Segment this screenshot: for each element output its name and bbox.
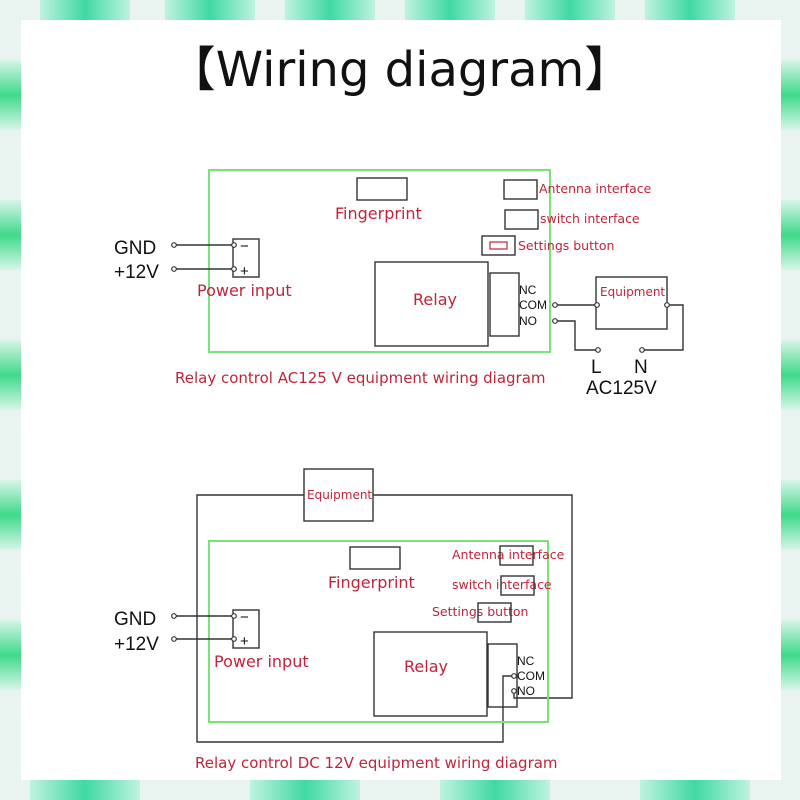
ac-gnd-label: GND [114,238,156,259]
dc-minus-sign: − [240,609,249,626]
dc-com-label: COM [517,669,545,683]
border-tile [0,620,21,690]
dc-equipment-box [303,468,374,522]
dc-no-label: NO [517,684,535,698]
dc-power-connector [232,609,260,649]
ac-l-terminal [595,347,601,353]
dc-no-terminal [511,688,517,694]
ac-relay-label: Relay [413,290,457,309]
dc-plus-sign: + [240,633,249,650]
ac-diagram: GND +12V − + Power input Fingerprint Ant… [114,169,684,399]
border-tile [285,0,375,20]
border-tile [0,60,21,130]
border-tile [781,480,800,550]
border-tile [440,780,550,800]
ac-equipment-left-pin [594,302,600,308]
ac-settings-button [481,235,516,256]
ac-12v-label: +12V [114,262,159,283]
dc-relay [373,631,488,717]
border-tile [0,200,21,270]
ac-antenna-label: Antenna interface [539,181,652,196]
ac-12v-terminal [171,266,177,272]
ac-l-label: L [591,357,602,378]
ac-connector-minus-pin [231,242,237,248]
dc-fingerprint-label: Fingerprint [328,573,415,592]
ac-power-connector [232,238,260,278]
ac-com-label: COM [519,298,547,312]
border-tile [30,780,140,800]
ac-caption: Relay control AC125 V equipment wiring d… [175,369,546,387]
dc-gnd-terminal [171,613,177,619]
ac-fingerprint-module [356,177,408,201]
border-tile [405,0,495,20]
border-tile [0,340,21,410]
ac-equipment-label: Equipment [600,285,665,299]
ac-relay-terminal-block [489,272,520,337]
ac-no-terminal [552,318,558,324]
border-tile [40,0,130,20]
dc-equipment-label: Equipment [307,488,372,502]
border-tile [0,480,21,550]
dc-equipment-to-no-wire [373,494,573,699]
ac-controller-board [208,169,551,353]
ac-equipment-right-pin [664,302,670,308]
ac-minus-sign: − [240,238,249,255]
dc-12v-terminal [171,636,177,642]
dc-com-terminal [511,673,517,679]
content-panel [21,20,781,780]
border-tile [781,60,800,130]
ac-n-label: N [634,357,648,378]
ac-equipment-to-n-wire [644,304,684,351]
dc-12v-label: +12V [114,634,159,655]
ac-no-label: NO [519,314,537,328]
ac-gnd-terminal [171,242,177,248]
page-title: 【Wiring diagram】 [167,42,633,98]
dc-switch-label: switch interface [452,577,552,592]
border-tile [781,200,800,270]
ac-antenna-port [503,179,538,200]
ac-plus-sign: + [240,263,249,280]
dc-relay-label: Relay [404,657,448,676]
ac-voltage-label: AC125V [586,378,657,399]
ac-switch-port [504,209,539,230]
ac-power-input-label: Power input [197,281,292,300]
border-tile [250,780,360,800]
ac-connector-plus-pin [231,266,237,272]
dc-nc-label: NC [517,654,535,668]
border-tile [781,620,800,690]
ac-settings-label: Settings button [518,238,614,253]
dc-antenna-label: Antenna interface [452,547,565,562]
ac-fingerprint-label: Fingerprint [335,204,422,223]
ac-settings-button-cap [489,241,508,250]
ac-relay [374,261,489,347]
dc-equipment-to-com-wire [196,494,512,743]
border-tile [781,340,800,410]
dc-controller-board [208,540,549,723]
border-tile [525,0,615,20]
dc-relay-terminal-block [487,643,518,708]
dc-connector-minus-pin [231,613,237,619]
ac-switch-label: switch interface [540,211,640,226]
dc-connector-plus-pin [231,636,237,642]
ac-nc-label: NC [519,283,537,297]
ac-com-terminal [552,302,558,308]
dc-switch-port [500,575,535,596]
dc-fingerprint-module [349,546,401,570]
ac-no-to-l-wire [557,320,596,351]
ac-n-terminal [639,347,645,353]
dc-gnd-label: GND [114,609,156,630]
dc-caption: Relay control DC 12V equipment wiring di… [195,754,558,772]
border-tile [640,780,750,800]
dc-power-input-label: Power input [214,652,309,671]
dc-antenna-port [499,545,534,566]
dc-diagram: Equipment GND +12V − + Power input Finge… [114,468,573,772]
dc-settings-label: Settings button [432,604,528,619]
border-tile [165,0,255,20]
border-tile [645,0,735,20]
dc-settings-button [477,602,512,623]
